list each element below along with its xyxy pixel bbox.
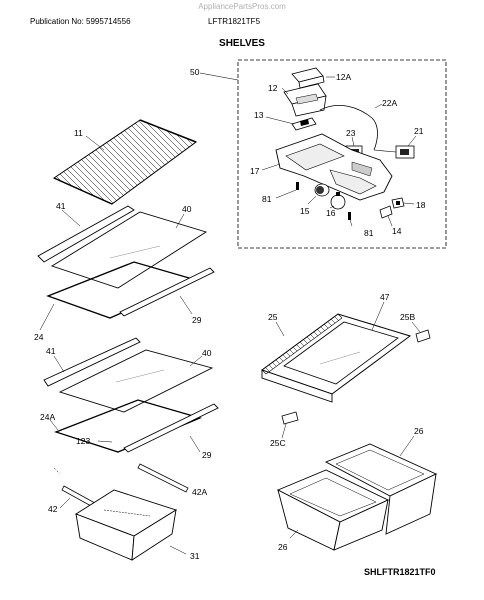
part-47-crisper-glass[interactable] xyxy=(283,321,399,385)
part-25B-clip[interactable] xyxy=(415,329,431,343)
callout-123: 123 xyxy=(76,436,90,446)
publication-number: Publication No: 5995714556 xyxy=(30,17,131,26)
callout-25B: 25B xyxy=(400,312,415,322)
callout-25: 25 xyxy=(268,312,278,322)
callout-41-upper: 41 xyxy=(56,201,66,211)
callout-31: 31 xyxy=(190,551,200,561)
inset-box xyxy=(237,59,447,249)
callout-81-b: 81 xyxy=(364,228,374,238)
part-18-clip[interactable] xyxy=(391,197,405,209)
part-26-crisper-drawer-left[interactable] xyxy=(276,469,390,551)
callout-22A: 22A xyxy=(382,98,397,108)
part-22A-harness[interactable] xyxy=(319,105,378,151)
part-24A-frame-lower[interactable] xyxy=(54,399,202,453)
callout-21: 21 xyxy=(414,126,424,136)
callout-12A: 12A xyxy=(336,72,351,82)
part-17-control-body[interactable] xyxy=(275,133,393,201)
diagram-code: SHLFTR1821TF0 xyxy=(364,567,436,577)
callout-29-lower: 29 xyxy=(202,450,212,460)
callout-15: 15 xyxy=(300,206,310,216)
part-40-glass-upper[interactable] xyxy=(50,211,208,289)
part-12A-cover[interactable] xyxy=(291,67,325,89)
part-41-front-trim-lower[interactable] xyxy=(43,337,141,387)
callout-42A: 42A xyxy=(192,487,207,497)
part-12-housing[interactable] xyxy=(283,83,327,117)
part-81-screw-b[interactable] xyxy=(348,212,351,220)
part-29-rear-trim-lower[interactable] xyxy=(123,403,219,453)
callout-26-right: 26 xyxy=(414,426,424,436)
callout-18: 18 xyxy=(416,200,426,210)
leader-50 xyxy=(199,72,239,81)
part-41-front-trim-upper[interactable] xyxy=(37,205,135,263)
callout-23: 23 xyxy=(346,128,356,138)
watermark: AppliancePartsPros.com xyxy=(198,2,286,11)
callout-11: 11 xyxy=(74,128,83,138)
callout-16: 16 xyxy=(326,208,336,218)
callout-47: 47 xyxy=(380,292,390,302)
part-42A-slide-rail[interactable] xyxy=(137,463,189,493)
callout-25C: 25C xyxy=(270,438,286,448)
page-title: SHELVES xyxy=(219,38,265,49)
part-11-wire-shelf[interactable] xyxy=(52,119,198,205)
callout-14: 14 xyxy=(392,226,402,236)
part-31-meat-drawer[interactable] xyxy=(74,489,178,561)
callout-12: 12 xyxy=(268,83,278,93)
callout-42: 42 xyxy=(48,504,58,514)
part-25C-clip[interactable] xyxy=(281,411,299,425)
callout-24A: 24A xyxy=(40,412,55,422)
part-29-rear-trim-upper[interactable] xyxy=(119,267,215,317)
callout-29-upper: 29 xyxy=(192,315,202,325)
callout-81-a: 81 xyxy=(262,194,272,204)
callout-26-left: 26 xyxy=(278,542,288,552)
part-13-bracket[interactable] xyxy=(291,117,317,131)
part-14-socket[interactable] xyxy=(379,205,393,219)
callout-41-lower: 41 xyxy=(46,346,56,356)
part-15-knob[interactable] xyxy=(314,183,330,197)
part-21-damper[interactable] xyxy=(395,145,415,159)
callout-13: 13 xyxy=(254,110,264,120)
model-number: LFTR1821TF5 xyxy=(208,17,261,26)
callout-40-upper: 40 xyxy=(182,204,192,214)
part-16-lamp[interactable] xyxy=(330,192,346,210)
part-81-screw-a[interactable] xyxy=(296,182,299,190)
callout-50: 50 xyxy=(190,67,200,77)
part-40-glass-lower[interactable] xyxy=(58,349,214,413)
callout-40-lower: 40 xyxy=(202,348,212,358)
part-26-crisper-drawer-right[interactable] xyxy=(324,443,438,535)
callout-17: 17 xyxy=(250,166,260,176)
callout-24: 24 xyxy=(34,332,44,342)
